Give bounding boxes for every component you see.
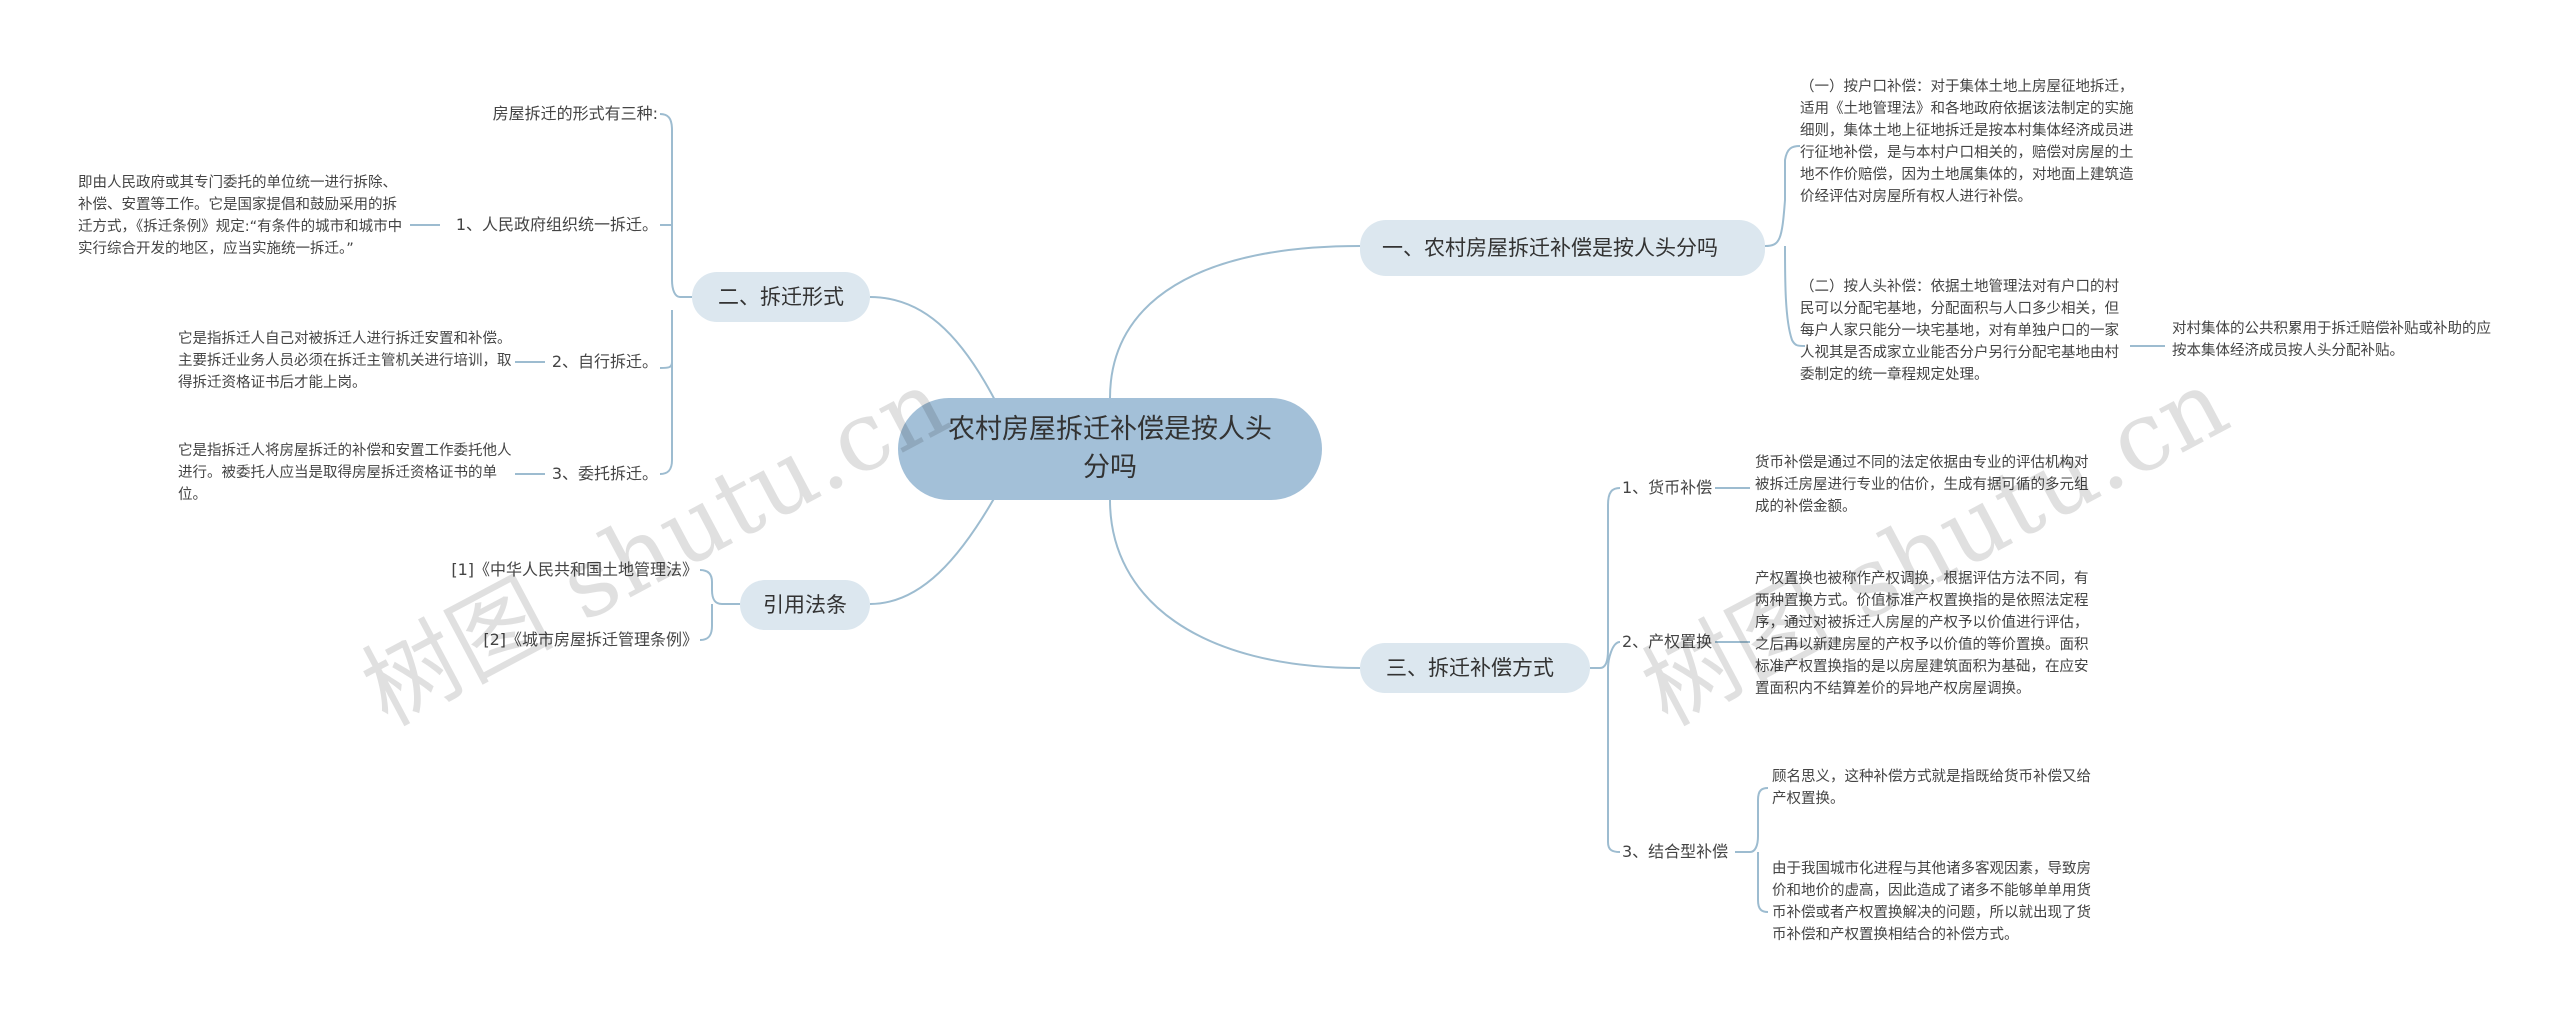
branch-2-sub-2[interactable]: 2、自行拆迁。 [551, 352, 658, 371]
connector-root-b2 [869, 296, 1001, 411]
branch-3-sub-1-detail[interactable]: 货币补偿是通过不同的法定依据由专业的评估机构对被拆迁房屋进行专业的估价，生成有据… [1755, 455, 2089, 515]
branch-2-sub-1-detail[interactable]: 即由人民政府或其专门委托的单位统一进行拆除、补偿、安置等工作。它是国家提倡和鼓励… [78, 175, 403, 257]
root-title: 农村房屋拆迁补偿是按人头分吗 [948, 414, 1272, 483]
branch-1-child-2[interactable]: （二）按人头补偿：依据土地管理法对有户口的村民可以分配宅基地，分配面积与人口多少… [1800, 279, 2119, 383]
branch-3-sub-3-detail-b[interactable]: 由于我国城市化进程与其他诸多客观因素，导致房价和地价的虚高，因此造成了诸多不能够… [1772, 861, 2091, 943]
branch-3-sub-1[interactable]: 1、货币补偿 [1622, 478, 1713, 497]
branch-4-ref-2[interactable]: [2]《城市房屋拆迁管理条例》 [483, 630, 698, 649]
branch-2-sub-3-detail[interactable]: 它是指拆迁人将房屋拆迁的补偿和安置工作委托他人进行。被委托人应当是取得房屋拆迁资… [178, 443, 512, 503]
branch-3-sub-2[interactable]: 2、产权置换 [1622, 632, 1713, 651]
branch-3-sub-3[interactable]: 3、结合型补偿 [1622, 842, 1729, 861]
connector-b3-s3 [1735, 787, 1769, 913]
connector-b1-bracket [1764, 145, 1806, 347]
branch-2-label: 二、拆迁形式 [718, 285, 844, 309]
branch-3-sub-2-detail[interactable]: 产权置换也被称作产权调换，根据评估方法不同，有两种置换方式。价值标准产权置换指的… [1755, 571, 2089, 697]
connector-b2-bracket [659, 113, 692, 475]
branch-1-child-2-detail[interactable]: 对村集体的公共积累用于拆迁赔偿补贴或补助的应按本集体经济成员按人头分配补贴。 [2172, 321, 2491, 359]
branch-2-topic[interactable]: 二、拆迁形式 [692, 272, 870, 322]
branch-1-label: 一、农村房屋拆迁补偿是按人头分吗 [1382, 236, 1718, 260]
branch-4-label: 引用法条 [763, 593, 847, 617]
branch-3-sub-3-detail-a[interactable]: 顾名思义，这种补偿方式就是指既给货币补偿又给产权置换。 [1772, 769, 2091, 807]
branch-2-sub-1[interactable]: 1、人民政府组织统一拆迁。 [455, 215, 658, 234]
branch-4-ref-1[interactable]: [1]《中华人民共和国土地管理法》 [451, 560, 698, 579]
branch-3-topic[interactable]: 三、拆迁补偿方式 [1360, 643, 1590, 693]
branch-2-sub-3[interactable]: 3、委托拆迁。 [551, 464, 658, 483]
branch-2-intro[interactable]: 房屋拆迁的形式有三种: [492, 104, 658, 123]
branch-2-sub-2-detail[interactable]: 它是指拆迁人自己对被拆迁人进行拆迁安置和补偿。主要拆迁业务人员必须在拆迁主管机关… [178, 331, 512, 391]
connector-b4-bracket [699, 569, 740, 641]
connector-root-b4 [869, 487, 1001, 605]
connector-root-b3 [1109, 499, 1361, 669]
connector-root-b1 [1109, 245, 1361, 399]
branch-1-topic[interactable]: 一、农村房屋拆迁补偿是按人头分吗 [1360, 220, 1765, 276]
root-topic[interactable]: 农村房屋拆迁补偿是按人头分吗 [898, 398, 1322, 500]
branch-1-child-1[interactable]: （一）按户口补偿：对于集体土地上房屋征地拆迁，适用《土地管理法》和各地政府依据该… [1800, 79, 2134, 205]
branch-3-label: 三、拆迁补偿方式 [1386, 656, 1554, 680]
branch-4-topic[interactable]: 引用法条 [740, 580, 870, 630]
connector-b3-bracket [1590, 487, 1621, 853]
